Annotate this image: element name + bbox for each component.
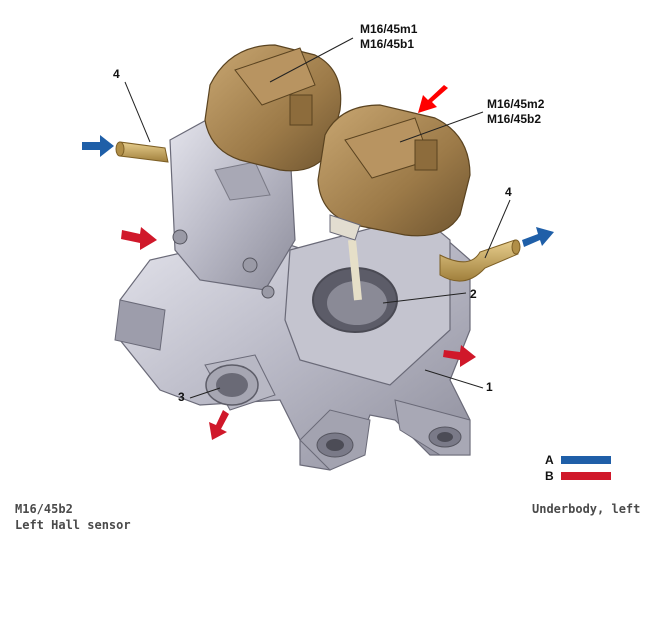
callout-3: 3 <box>178 390 185 404</box>
arrow-outlet-blue-right <box>522 227 554 247</box>
callout-4-right: 4 <box>505 185 512 199</box>
callout-4-top: 4 <box>113 67 120 81</box>
legend-swatch-b <box>561 472 611 480</box>
caption-component-code: M16/45b2 <box>15 502 73 516</box>
callout-1: 1 <box>486 380 493 394</box>
arrow-red-down <box>209 410 229 440</box>
legend-swatch-a <box>561 456 611 464</box>
legend-label-a: A <box>545 453 554 467</box>
actuator-m1 <box>204 44 342 172</box>
arrow-red-right <box>443 345 476 367</box>
legend-label-b: B <box>545 469 554 483</box>
arrow-red-left <box>121 227 157 250</box>
leader-lines <box>124 37 511 399</box>
flow-arrows <box>82 85 554 440</box>
label-m16-45b1: M16/45b1 <box>360 37 415 51</box>
arrow-inlet-blue-left <box>82 135 114 157</box>
caption-location: Underbody, left <box>532 502 641 516</box>
callout-2: 2 <box>470 287 477 301</box>
coolant-pipes <box>115 141 521 282</box>
label-m16-45m2: M16/45m2 <box>487 97 545 111</box>
valve-housing <box>114 117 471 471</box>
caption-component-name: Left Hall sensor <box>15 518 131 532</box>
actuator-m2 <box>317 104 471 241</box>
label-m16-45b2: M16/45b2 <box>487 112 542 126</box>
arrow-red-pointer <box>418 85 448 113</box>
legend-swatches <box>561 456 611 480</box>
label-m16-45m1: M16/45m1 <box>360 22 418 36</box>
